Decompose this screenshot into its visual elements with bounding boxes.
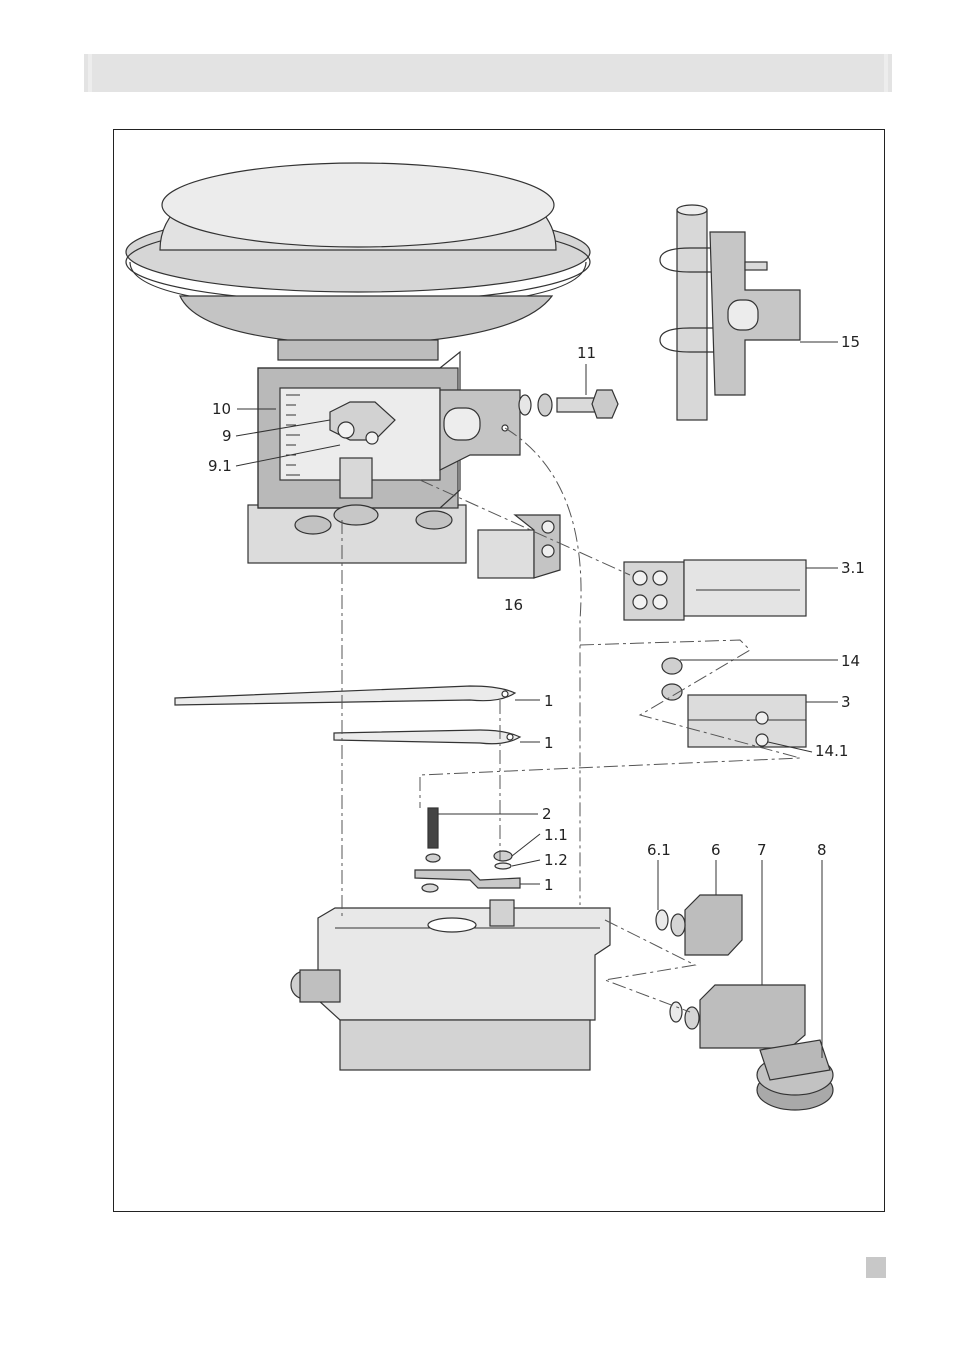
positioner-body <box>291 900 610 1070</box>
label-7: 7 <box>757 841 767 859</box>
label-2: 2 <box>542 805 552 823</box>
lever-1-short <box>334 730 520 744</box>
label-15: 15 <box>841 333 860 351</box>
label-1-2: 1.2 <box>544 851 568 869</box>
label-1-c: 1 <box>544 876 554 894</box>
label-9: 9 <box>222 427 232 445</box>
bolt-11 <box>519 390 618 418</box>
label-9-1: 9.1 <box>208 457 232 475</box>
label-10: 10 <box>212 400 231 418</box>
connection-block-6 <box>656 895 742 955</box>
label-1-b: 1 <box>544 734 554 752</box>
actuator-housing <box>126 163 590 345</box>
label-1-a: 1 <box>544 692 554 710</box>
label-14: 14 <box>841 652 860 670</box>
follower-pin-2 <box>415 808 520 892</box>
label-8: 8 <box>817 841 827 859</box>
label-16: 16 <box>504 596 523 614</box>
solenoid-block-7 <box>670 985 805 1048</box>
label-3-1: 3.1 <box>841 559 865 577</box>
label-11: 11 <box>577 344 596 362</box>
label-14-1: 14.1 <box>815 742 848 760</box>
label-6: 6 <box>711 841 721 859</box>
lever-1-long <box>175 686 515 705</box>
label-3: 3 <box>841 693 851 711</box>
pipe-mounting-kit-15 <box>660 205 800 420</box>
plate-3 <box>662 658 806 747</box>
bracket-3-1 <box>624 560 806 620</box>
label-1-1: 1.1 <box>544 826 568 844</box>
label-6-1: 6.1 <box>647 841 671 859</box>
